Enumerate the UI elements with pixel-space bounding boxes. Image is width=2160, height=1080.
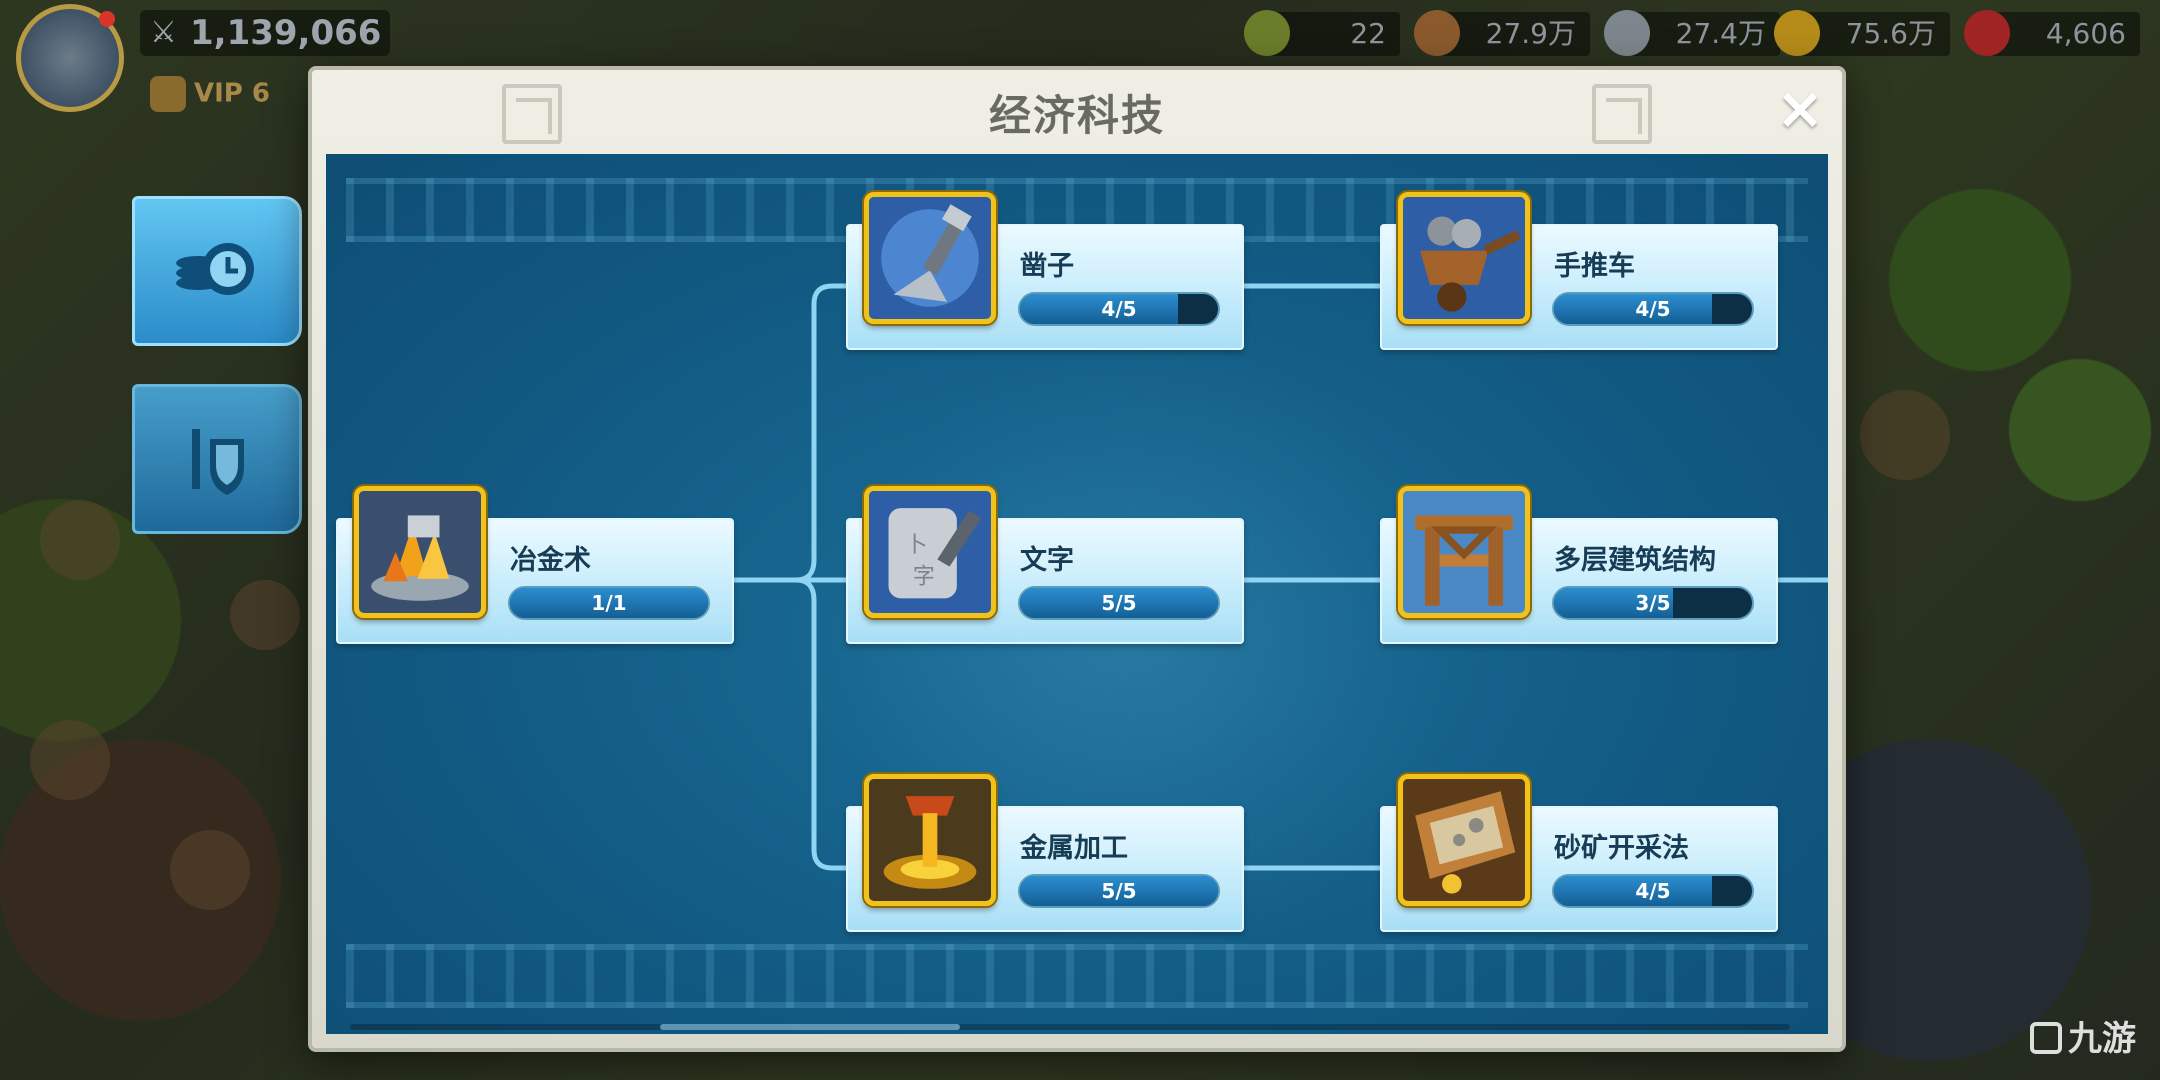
resource-value: 27.4万 <box>1675 17 1766 50</box>
tech-node-writing[interactable]: 卜字 文字 5/5 <box>846 486 1244 644</box>
tech-name: 冶金术 <box>510 545 591 576</box>
resource-value: 4,606 <box>2045 17 2126 50</box>
tech-links <box>713 283 1828 871</box>
progress-bar: 3/5 <box>1552 586 1754 620</box>
progress-text: 5/5 <box>1101 879 1137 903</box>
resource-value: 22 <box>1350 17 1386 50</box>
player-avatar[interactable] <box>16 4 124 112</box>
link-metallurgy-metalworking <box>793 577 859 871</box>
resource-gems[interactable]: 4,606 <box>1964 10 2140 56</box>
power-value: 1,139,066 <box>190 13 382 53</box>
vip-crest-icon <box>150 76 186 112</box>
notification-dot <box>99 11 115 27</box>
progress-text: 1/1 <box>591 591 627 615</box>
gem-icon <box>1964 10 2010 56</box>
corn-icon <box>1244 10 1290 56</box>
vip-label: VIP 6 <box>194 78 270 109</box>
progress-fill <box>1020 876 1218 906</box>
tech-node-chisel[interactable]: 凿子 4/5 <box>846 192 1244 350</box>
resource-stone[interactable]: 27.4万 <box>1604 10 1780 56</box>
vip-badge[interactable]: VIP 6 <box>150 76 270 112</box>
link-metallurgy-chisel <box>713 283 859 583</box>
tech-name: 手推车 <box>1554 251 1635 282</box>
timber-frame-icon <box>1398 486 1530 618</box>
map-building <box>40 500 120 580</box>
svg-text:卜: 卜 <box>906 533 928 558</box>
resource-gold[interactable]: 75.6万 <box>1774 10 1950 56</box>
wheelbarrow-icon <box>1398 192 1530 324</box>
tab-economy[interactable] <box>132 196 302 346</box>
horizontal-scrollbar[interactable] <box>350 1024 1790 1030</box>
chisel-icon <box>864 192 996 324</box>
tech-node-metallurgy[interactable]: 冶金术 1/1 <box>336 486 734 644</box>
progress-fill <box>1554 876 1713 906</box>
meander-border-bottom <box>346 944 1808 1008</box>
scrollbar-thumb[interactable] <box>660 1024 960 1030</box>
tech-name: 金属加工 <box>1020 833 1128 864</box>
progress-fill <box>1020 588 1218 618</box>
wood-log-icon <box>1414 10 1460 56</box>
economic-tech-dialog: 经济科技 × 冶金术 1/1 <box>308 66 1846 1052</box>
progress-bar: 5/5 <box>1018 586 1220 620</box>
map-building <box>170 830 250 910</box>
resource-value: 75.6万 <box>1845 17 1936 50</box>
map-building <box>30 720 110 800</box>
tech-node-metalworking[interactable]: 金属加工 5/5 <box>846 774 1244 932</box>
resource-wood[interactable]: 27.9万 <box>1414 10 1590 56</box>
tech-name: 砂矿开采法 <box>1554 833 1689 864</box>
tech-tree-panel[interactable]: 冶金术 1/1 凿子 4/5 卜字 文字 5/5 <box>326 154 1828 1034</box>
stone-icon <box>1604 10 1650 56</box>
tech-node-wheelbarrow[interactable]: 手推车 4/5 <box>1380 192 1778 350</box>
progress-bar: 5/5 <box>1018 874 1220 908</box>
progress-bar: 4/5 <box>1018 292 1220 326</box>
tech-node-multilevel-structure[interactable]: 多层建筑结构 3/5 <box>1380 486 1778 644</box>
progress-fill <box>1554 588 1673 618</box>
progress-text: 3/5 <box>1635 591 1671 615</box>
dialog-header: 经济科技 × <box>312 70 1842 154</box>
watermark: 九游 <box>2030 1011 2136 1060</box>
svg-text:字: 字 <box>913 565 935 590</box>
sword-shield-icon <box>192 429 244 495</box>
stone-tablet-icon: 卜字 <box>864 486 996 618</box>
power-display[interactable]: ⚔ 1,139,066 <box>140 10 390 56</box>
progress-bar: 4/5 <box>1552 292 1754 326</box>
jiuyou-logo-icon <box>2030 1022 2062 1054</box>
dialog-title: 经济科技 <box>988 91 1165 140</box>
sword-icon: ⚔ <box>150 15 177 50</box>
tab-military[interactable] <box>132 384 302 534</box>
coins-clock-icon <box>176 243 254 295</box>
tech-node-placer-mining[interactable]: 砂矿开采法 4/5 <box>1380 774 1778 932</box>
progress-text: 5/5 <box>1101 591 1137 615</box>
progress-bar: 4/5 <box>1552 874 1754 908</box>
greek-key-ornament <box>1592 84 1652 144</box>
close-button[interactable]: × <box>1775 74 1825 142</box>
resource-value: 27.9万 <box>1485 17 1576 50</box>
progress-fill <box>1020 294 1179 324</box>
gold-coin-icon <box>1774 10 1820 56</box>
progress-text: 4/5 <box>1635 297 1671 321</box>
progress-bar: 1/1 <box>508 586 710 620</box>
crucible-pour-icon <box>864 774 996 906</box>
tech-name: 多层建筑结构 <box>1554 545 1716 576</box>
progress-text: 4/5 <box>1101 297 1137 321</box>
progress-fill <box>1554 294 1713 324</box>
sluice-box-icon <box>1398 774 1530 906</box>
map-building <box>1860 390 1950 480</box>
watermark-text: 九游 <box>2068 1019 2136 1059</box>
molten-metal-icon <box>354 486 486 618</box>
map-building <box>230 580 300 650</box>
greek-key-ornament <box>502 84 562 144</box>
progress-fill <box>510 588 708 618</box>
progress-text: 4/5 <box>1635 879 1671 903</box>
resource-food[interactable]: 22 <box>1244 10 1400 56</box>
tech-name: 文字 <box>1020 545 1074 576</box>
tech-name: 凿子 <box>1020 251 1074 282</box>
